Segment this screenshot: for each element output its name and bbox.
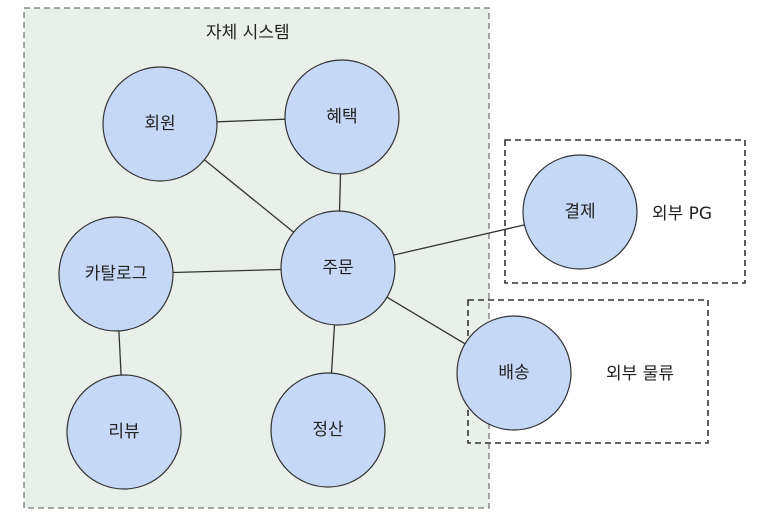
edge-order-payment [393, 224, 525, 256]
node-settlement-label: 정산 [312, 420, 344, 440]
node-settlement: 정산 [270, 372, 386, 488]
node-payment-label: 결제 [564, 202, 595, 222]
edge-member-benefit [216, 118, 286, 123]
node-catalog-circle [58, 216, 174, 332]
node-delivery-circle [456, 315, 572, 431]
node-benefit-circle [284, 59, 400, 175]
edge-order-settlement [330, 324, 336, 374]
edge-catalog-review [118, 330, 122, 376]
edge-member-order [203, 159, 295, 233]
edge-order-delivery [386, 296, 466, 345]
edge-benefit-order [338, 173, 342, 212]
external-pg-label: 외부 PG [652, 204, 712, 224]
external-logistics-label: 외부 물류 [606, 364, 674, 384]
node-catalog-label: 카탈로그 [85, 264, 148, 284]
node-review-circle [66, 374, 182, 490]
node-review: 리뷰 [66, 374, 182, 490]
node-member-label: 회원 [144, 114, 175, 134]
node-review-label: 리뷰 [108, 422, 139, 442]
node-member: 회원 [102, 66, 218, 182]
edge-catalog-order [172, 268, 282, 274]
node-catalog: 카탈로그 [58, 216, 174, 332]
node-payment-circle [522, 154, 638, 270]
node-order-circle [280, 210, 396, 326]
node-settlement-circle [270, 372, 386, 488]
node-benefit: 혜택 [284, 59, 400, 175]
node-order: 주문 [280, 210, 396, 326]
node-order-label: 주문 [322, 258, 353, 278]
node-delivery-label: 배송 [498, 363, 529, 383]
node-member-circle [102, 66, 218, 182]
node-benefit-label: 혜택 [326, 107, 357, 127]
node-payment: 결제 [522, 154, 638, 270]
node-delivery: 배송 [456, 315, 572, 431]
internal-system-label: 자체 시스템 [206, 23, 290, 43]
edges [118, 118, 525, 376]
